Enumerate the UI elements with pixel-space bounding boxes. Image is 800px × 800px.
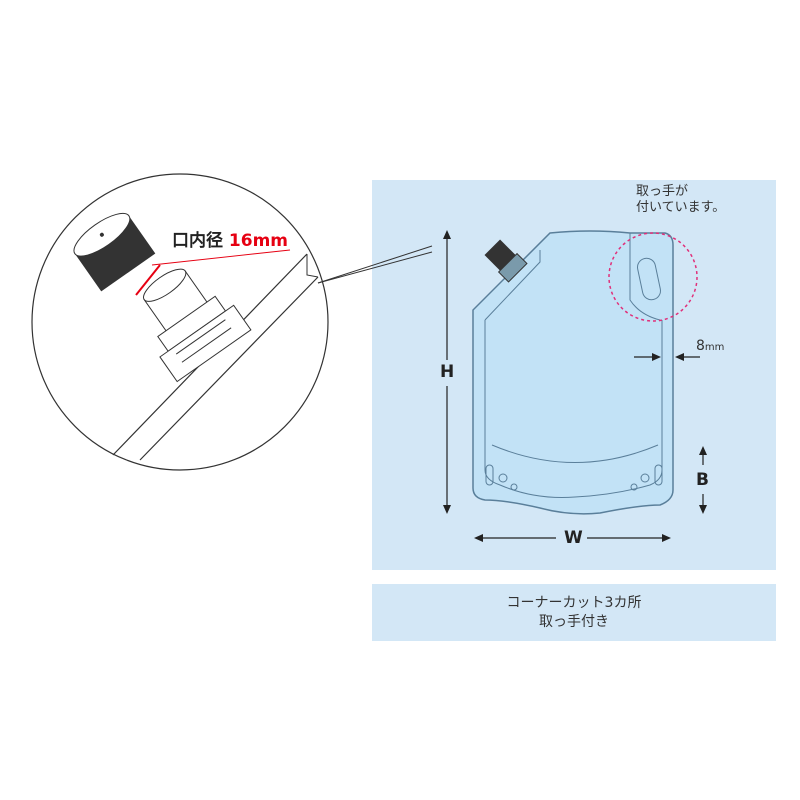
- height-label: H: [440, 362, 455, 382]
- handle-note: 取っ手が付いています。: [636, 184, 725, 216]
- caption-box: コーナーカット3カ所 取っ手付き: [372, 584, 776, 641]
- inner-diameter-value: 16mm: [228, 231, 289, 251]
- caption-line1: コーナーカット3カ所: [506, 595, 642, 611]
- seal-width-label: 8mm: [696, 338, 724, 354]
- spout-icon: [143, 268, 252, 383]
- dimension-arrows: [443, 230, 707, 542]
- width-label: W: [564, 528, 583, 548]
- pouch-illustration: [472, 230, 698, 515]
- inner-diameter-label: 口内径: [172, 231, 223, 251]
- caption-line2: 取っ手付き: [539, 614, 609, 630]
- gusset-label: B: [696, 470, 709, 490]
- seal-width-value: 8: [696, 338, 705, 354]
- handle-note-line2: 付いています。: [636, 200, 726, 215]
- spout-closeup: [31, 173, 329, 471]
- seal-width-unit: mm: [704, 342, 725, 353]
- handle-highlight: [608, 232, 698, 322]
- inner-diameter-callout: 口内径 16mm: [172, 226, 288, 251]
- handle-note-line1: 取っ手が: [636, 184, 689, 199]
- cap-icon: [73, 212, 156, 292]
